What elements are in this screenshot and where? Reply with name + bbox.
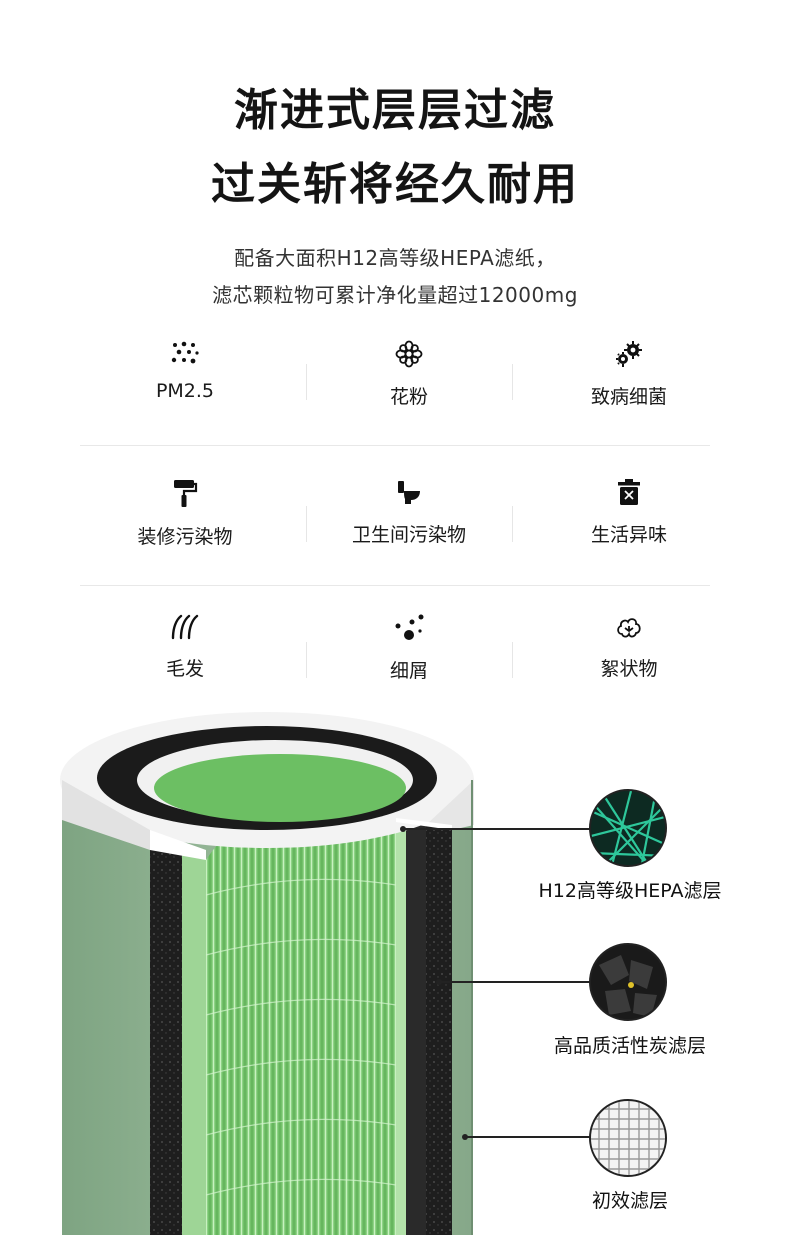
pollen-flower-icon — [395, 340, 423, 368]
filter-cutaway-illustration — [60, 712, 474, 1235]
toilet-icon — [398, 481, 420, 504]
divider — [306, 642, 307, 678]
pollutant-row-2: 装修污染物 卫生间污染物 生活异味 — [80, 446, 710, 586]
pollutant-label: 花粉 — [389, 386, 428, 408]
pollutant-label: 卫生间污染物 — [351, 524, 466, 546]
layer-label: 初效滤层 — [591, 1190, 668, 1212]
pollutant-grid: PM2.5 花粉 — [80, 330, 710, 706]
pollutant-item-decoration: 装修污染物 — [80, 478, 290, 549]
divider — [306, 506, 307, 542]
hepa-fiber-icon — [589, 789, 667, 867]
carbon-wall-right — [406, 820, 426, 1235]
pollutant-item-bathroom: 卫生间污染物 — [304, 478, 514, 547]
divider — [306, 364, 307, 400]
pollutant-label: 絮状物 — [600, 658, 658, 680]
leader-dot — [400, 826, 406, 832]
layer-label: 高品质活性炭滤层 — [553, 1035, 706, 1057]
pollutant-item-pm25: PM2.5 — [80, 340, 290, 402]
debris-dots-icon — [395, 614, 424, 640]
pollutant-row-1: PM2.5 花粉 — [80, 330, 710, 446]
pollutant-label: 装修污染物 — [137, 526, 233, 548]
pollutant-label: 致病细菌 — [590, 386, 667, 408]
divider — [512, 642, 513, 678]
headline-line-2: 过关斩将经久耐用 — [211, 159, 579, 210]
activated-carbon-icon — [589, 943, 667, 1021]
pollutant-label: 毛发 — [165, 658, 204, 680]
layer-label: H12高等级HEPA滤层 — [538, 880, 722, 902]
row-divider — [80, 445, 710, 446]
leader-line — [466, 1136, 590, 1138]
subtitle-line-1: 配备大面积H12高等级HEPA滤纸， — [234, 246, 556, 270]
pollutant-item-hair: 毛发 — [80, 614, 290, 681]
leader-dot — [436, 979, 442, 985]
pollutant-label: PM2.5 — [155, 380, 215, 402]
row-divider — [80, 585, 710, 586]
outer-carbon-right — [426, 825, 452, 1235]
leader-line — [440, 981, 590, 983]
pre-filter-mesh-icon — [589, 1099, 667, 1177]
pollutant-item-debris: 细屑 — [304, 614, 514, 683]
leader-dot — [462, 1134, 468, 1140]
pollutant-label: 生活异味 — [590, 524, 667, 546]
paint-roller-icon — [174, 480, 198, 507]
cotton-fluff-icon — [617, 618, 641, 638]
pollutant-label: 细屑 — [389, 660, 428, 682]
leader-line — [404, 828, 590, 830]
divider — [512, 364, 513, 400]
pollutant-item-bacteria: 致病细菌 — [524, 340, 734, 409]
pollutant-item-fluff: 絮状物 — [524, 614, 734, 681]
hair-icon — [171, 614, 199, 640]
trash-bin-icon — [618, 479, 640, 505]
hepa-pleats — [206, 800, 396, 1235]
hepa-wall-right — [396, 818, 406, 1235]
pollutant-row-3: 毛发 细屑 絮状物 — [80, 586, 710, 706]
pollutant-item-odor: 生活异味 — [524, 478, 734, 547]
pollutant-item-pollen: 花粉 — [304, 340, 514, 409]
hepa-wall-left — [182, 850, 206, 1235]
carbon-wall-left — [150, 830, 182, 1235]
bacteria-icon — [616, 341, 642, 367]
headline-line-1: 渐进式层层过滤 — [234, 85, 556, 136]
subtitle-line-2: 滤芯颗粒物可累计净化量超过12000mg — [212, 283, 578, 307]
divider — [512, 506, 513, 542]
pm25-particles-icon — [171, 341, 199, 364]
